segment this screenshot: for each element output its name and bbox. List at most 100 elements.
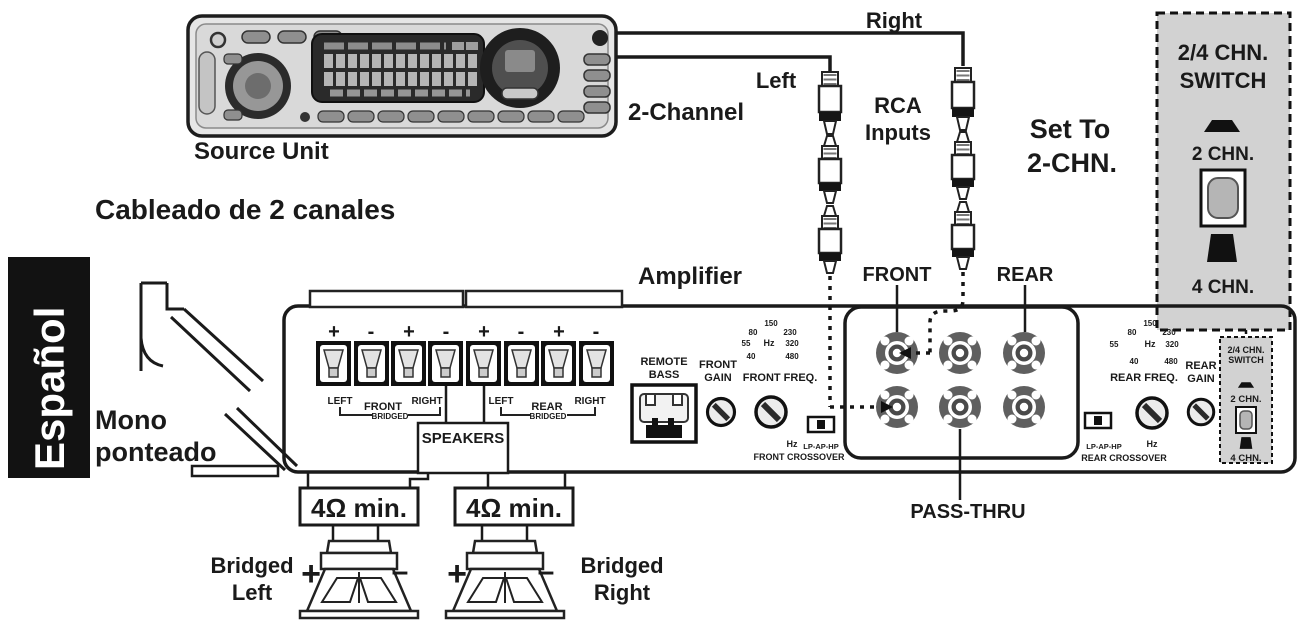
hz-label: Hz bbox=[1145, 339, 1156, 349]
switch-callout-title-line2: SWITCH bbox=[1180, 68, 1267, 93]
freq-tick: 230 bbox=[1162, 328, 1176, 337]
speaker-terminal bbox=[503, 340, 540, 387]
speaker-polarity-minus: – bbox=[538, 555, 555, 588]
rca-input-panel bbox=[843, 305, 1080, 460]
rca-inputs-label-line1: RCA bbox=[874, 93, 922, 118]
bridged-label: BRIDGED bbox=[372, 412, 409, 421]
terminal-group-label: FRONT bbox=[364, 401, 402, 413]
amp-two-chn-label: 2 CHN. bbox=[1230, 394, 1261, 405]
remote-bass: REMOTE BASS bbox=[630, 356, 698, 444]
page-title: Cableado de 2 canales bbox=[95, 194, 395, 225]
speaker-wire bbox=[408, 473, 490, 488]
right-wire-label: Right bbox=[866, 8, 923, 33]
right-route-dashed bbox=[928, 272, 965, 353]
preset-button bbox=[277, 30, 307, 44]
hz-label: Hz bbox=[787, 439, 798, 449]
amp-end-bracket bbox=[139, 281, 299, 478]
hz-label: Hz bbox=[764, 338, 775, 348]
bridged-left-label-line1: Bridged bbox=[210, 553, 293, 578]
side-button bbox=[583, 69, 611, 82]
side-button bbox=[583, 101, 611, 114]
freq-tick: 320 bbox=[1165, 340, 1179, 349]
rear-gain-label-line1: REAR bbox=[1185, 360, 1216, 372]
speakers-callout-box bbox=[416, 421, 510, 475]
front-controls: FRONT GAIN 150 80 230 55 Hz 320 40 480 F… bbox=[699, 319, 845, 462]
freq-tick: 320 bbox=[785, 339, 799, 348]
source-unit bbox=[186, 14, 618, 138]
bridged-right-label-line1: Bridged bbox=[580, 553, 663, 578]
impedance-label-right: 4Ω min. bbox=[466, 493, 562, 523]
lp-ap-hp-label: LP-AP-HP bbox=[803, 442, 838, 451]
impedance-box-right bbox=[453, 486, 575, 527]
side-button bbox=[583, 53, 611, 66]
freq-tick: 55 bbox=[742, 339, 751, 348]
front-left-input-jack bbox=[876, 332, 918, 374]
language-banner-label: Español bbox=[26, 307, 73, 470]
bottom-button bbox=[407, 110, 435, 123]
bottom-button bbox=[557, 110, 585, 123]
speaker-terminal bbox=[465, 340, 502, 387]
rca-signal-routes bbox=[828, 272, 965, 409]
rear-freq-label: REAR FREQ. bbox=[1110, 372, 1178, 384]
freq-tick: 150 bbox=[1143, 319, 1157, 328]
front-right-input-jack bbox=[939, 332, 981, 374]
bridged-right-label-line2: Right bbox=[594, 580, 651, 605]
switch-callout-panel: 2/4 CHN. SWITCH 2 CHN. 4 CHN. bbox=[1155, 11, 1292, 337]
four-chn-label: 4 CHN. bbox=[1192, 277, 1254, 298]
freq-tick: 40 bbox=[747, 352, 756, 361]
right-channel-wire bbox=[616, 31, 965, 66]
source-unit-label: Source Unit bbox=[194, 138, 329, 165]
terminal-polarity: - bbox=[368, 321, 375, 343]
terminal-group-label: LEFT bbox=[489, 396, 514, 407]
pass-thru-label: PASS-THRU bbox=[910, 501, 1025, 523]
bottom-button bbox=[527, 110, 555, 123]
amp-four-chn-label: 4 CHN. bbox=[1230, 453, 1261, 464]
amplifier-body bbox=[282, 289, 1297, 474]
freq-tick: 230 bbox=[783, 328, 797, 337]
bottom-button bbox=[317, 110, 345, 123]
speaker-wire bbox=[444, 386, 486, 423]
front-gain-label-line2: GAIN bbox=[704, 372, 732, 384]
terminal-polarity: - bbox=[593, 321, 600, 343]
amp-switch-box: 2/4 CHN. SWITCH 2 CHN. 4 CHN. bbox=[1219, 336, 1273, 464]
speaker-terminal bbox=[315, 340, 352, 387]
bottom-button bbox=[377, 110, 405, 123]
terminal-polarity: + bbox=[478, 321, 490, 343]
freq-tick: 480 bbox=[1164, 357, 1178, 366]
front-freq-label: FRONT FREQ. bbox=[743, 372, 818, 384]
remote-bass-label-line2: BASS bbox=[649, 369, 680, 381]
bridged-left-label-line2: Left bbox=[232, 580, 273, 605]
amp-switch-title-line1: 2/4 CHN. bbox=[1227, 345, 1264, 355]
mode-label-line2: ponteado bbox=[95, 437, 217, 467]
terminal-group-label: RIGHT bbox=[411, 396, 442, 407]
top-rib bbox=[464, 289, 624, 309]
set-to-label-line1: Set To bbox=[1030, 114, 1111, 144]
impedance-label-left: 4Ω min. bbox=[311, 493, 407, 523]
set-button bbox=[592, 30, 608, 46]
mode-label-line1: Mono bbox=[95, 405, 167, 435]
pass-thru-jack bbox=[939, 386, 981, 428]
mode-button bbox=[223, 109, 243, 121]
left-wire-label: Left bbox=[756, 68, 797, 93]
front-freq-knob bbox=[756, 397, 786, 427]
speaker-terminal bbox=[540, 340, 577, 387]
bottom-button bbox=[437, 110, 465, 123]
signal-wires bbox=[616, 31, 965, 72]
impedance-box-left bbox=[298, 486, 420, 527]
terminal-group-label: RIGHT bbox=[574, 396, 605, 407]
speaker-terminal-block: + - + - + - + - LEFT FRONT RIGHT LEFT RE… bbox=[315, 321, 615, 475]
speaker-terminal bbox=[390, 340, 427, 387]
rear-input-jack bbox=[1003, 332, 1045, 374]
rear-controls: 150 80 230 55 Hz 320 40 480 REAR FREQ. R… bbox=[1081, 319, 1216, 463]
terminal-group-label: REAR bbox=[531, 401, 562, 413]
front-crossover-switch bbox=[806, 415, 836, 434]
left-route-dashed bbox=[828, 276, 879, 409]
pass-thru-jack bbox=[1003, 386, 1045, 428]
freq-tick: 80 bbox=[749, 328, 758, 337]
aux-jack bbox=[300, 112, 310, 122]
switch-callout-title-line1: 2/4 CHN. bbox=[1178, 40, 1268, 65]
top-rib bbox=[308, 289, 465, 309]
right-rca-cable bbox=[952, 68, 974, 271]
